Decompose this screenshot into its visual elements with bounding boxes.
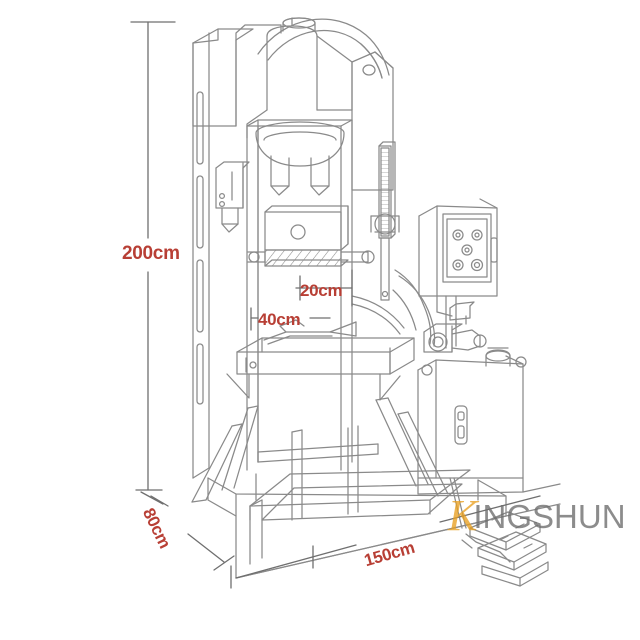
dimension-line-depth [140, 491, 235, 571]
dimension-label-stroke: 20cm [300, 281, 343, 300]
vertical-graduated-scale [370, 141, 400, 301]
angled-support-legs [191, 397, 449, 521]
control-panel-box [418, 198, 498, 317]
panel-support-post [445, 295, 457, 349]
table-support-brackets [226, 373, 401, 401]
left-side-clamp [215, 161, 250, 233]
dimension-line-height [130, 21, 176, 491]
press-ram-block [247, 205, 375, 267]
dimension-lines [130, 21, 541, 589]
pedal-control-cable [449, 477, 467, 529]
hydraulic-hoses [351, 269, 436, 347]
oil-sight-gauge [454, 405, 468, 445]
table-top-mechanism [263, 319, 357, 345]
panel-door-handle [490, 237, 498, 263]
hydraulic-oil-tank [417, 355, 524, 495]
work-table [236, 337, 415, 375]
dimension-label-opening: 40cm [258, 310, 301, 329]
kingshun-wordmark: INGSHUN [473, 497, 626, 535]
kingshun-monogram: K [448, 491, 478, 540]
dimension-line-width [230, 495, 541, 589]
hatched-cutting-blade [264, 249, 342, 267]
left-column-with-slots [192, 32, 210, 479]
inner-bowl [255, 121, 345, 196]
dual-foot-pedal [461, 511, 549, 587]
machine-head-housing [192, 24, 282, 127]
pump-and-valve-assembly [421, 301, 527, 376]
kingshun-watermark: K INGSHUN [448, 494, 626, 538]
dimension-line-opening [250, 307, 331, 331]
dimension-line-stroke [295, 269, 353, 307]
dimension-label-height: 200cm [122, 243, 180, 264]
